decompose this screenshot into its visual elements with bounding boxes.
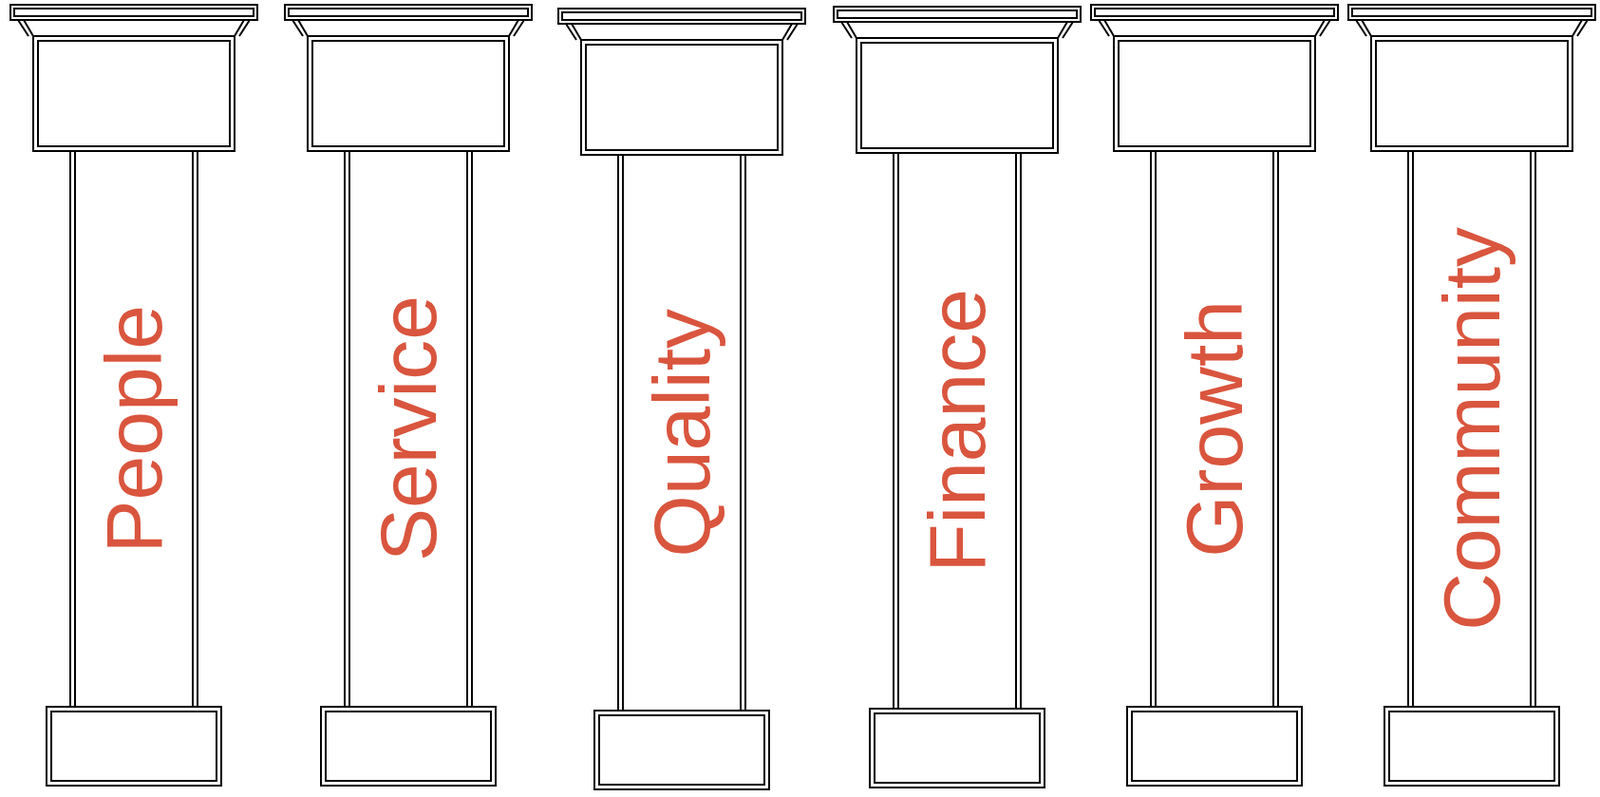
pillar-label: Service: [368, 295, 449, 562]
pillar-outline: [558, 8, 806, 790]
pillar-shaft: Quality: [621, 154, 743, 711]
pillar-shaft: Finance: [896, 152, 1018, 709]
pillar-label: Quality: [641, 308, 722, 557]
pillar-outline: [1091, 4, 1338, 786]
pillar-outline: [1348, 4, 1596, 786]
pillar-outline: [284, 4, 532, 786]
pillar-shaft: People: [73, 150, 195, 707]
pillar-label: Finance: [917, 288, 998, 573]
pillar-shaft: Growth: [1153, 150, 1276, 707]
pillar-label: Community: [1431, 226, 1512, 631]
pillar-outline: [10, 4, 258, 786]
pillar-shaft: Service: [347, 150, 470, 707]
pillar-shaft: Community: [1411, 150, 1533, 707]
pillar-outline: [833, 6, 1081, 788]
pillar-label: Growth: [1174, 300, 1255, 558]
pillar-label: People: [94, 304, 174, 554]
